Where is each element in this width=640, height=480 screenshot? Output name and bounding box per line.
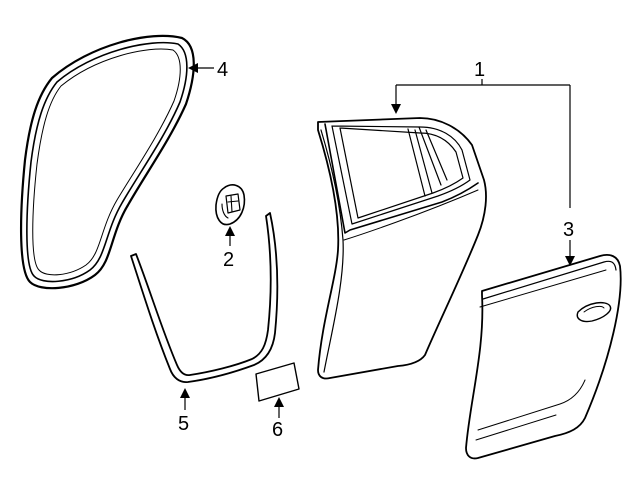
insulator-part [255,362,300,402]
callout-5: 5 [178,413,189,435]
callout-2: 2 [223,249,234,271]
lower-seal-part [130,212,279,383]
leader-lines [180,63,575,418]
callout-1: 1 [474,59,485,81]
callout-3: 3 [563,219,574,241]
weatherstrip-part [20,34,195,290]
callout-4: 4 [217,59,228,81]
outer-panel-part [465,253,622,460]
clip-part [215,184,246,226]
door-assembly-part [317,117,487,380]
callout-6: 6 [272,419,283,441]
